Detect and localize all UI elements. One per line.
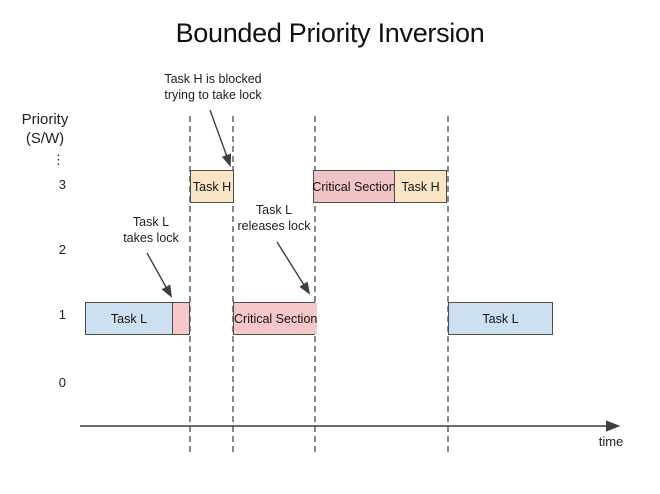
annotation-task-h-blocked: Task H is blocked trying to take lock: [140, 71, 286, 103]
task-h-bar-label: Task H: [191, 171, 233, 202]
annotation-task-l-releases-lock-line1: Task L: [255, 203, 293, 217]
arrow-task-h-blocked: [209, 109, 232, 167]
annotation-task-l-takes-lock-line1: Task L: [132, 215, 170, 229]
lock-held-segment: [172, 303, 189, 334]
task-h-bar: Task H: [190, 170, 234, 203]
annotation-task-l-takes-lock: Task L takes lock: [101, 214, 201, 246]
annotation-task-h-blocked-line2: trying to take lock: [164, 88, 262, 102]
annotation-task-l-releases-lock-line2: releases lock: [237, 219, 311, 233]
arrow-task-l-takes-lock: [146, 252, 173, 298]
diagram-title: Bounded Priority Inversion: [175, 18, 485, 48]
y-axis-ellipsis: ⋮: [52, 152, 66, 167]
annotation-task-l-takes-lock-line2: takes lock: [123, 231, 179, 245]
y-axis-label: Priority (S/W): [14, 110, 76, 148]
y-tick-1: 1: [58, 307, 66, 322]
arrow-task-l-releases-lock: [276, 241, 311, 295]
task-l-bar: Task L: [85, 302, 190, 335]
critical-section-high-label: Critical Section: [312, 171, 396, 202]
y-tick-2: 2: [58, 242, 66, 257]
critical-section-high-bar: Critical Section Task H: [312, 170, 447, 203]
y-axis-label-line2: (S/W): [25, 130, 65, 147]
y-axis-label-line1: Priority: [21, 111, 69, 128]
y-tick-3: 3: [58, 177, 66, 192]
y-tick-0: 0: [58, 375, 66, 390]
task-l-resume-label: Task L: [449, 303, 552, 334]
critical-section-low-bar: Critical Section: [233, 302, 318, 335]
annotation-task-l-releases-lock: Task L releases lock: [223, 202, 325, 234]
task-h-resume-label: Task H: [394, 171, 446, 202]
task-l-resume-bar: Task L: [448, 302, 553, 335]
task-l-bar-label: Task L: [86, 303, 172, 334]
annotation-task-h-blocked-line1: Task H is blocked: [164, 72, 262, 86]
x-axis-label: time: [598, 434, 624, 449]
critical-section-low-label: Critical Section: [234, 303, 318, 334]
